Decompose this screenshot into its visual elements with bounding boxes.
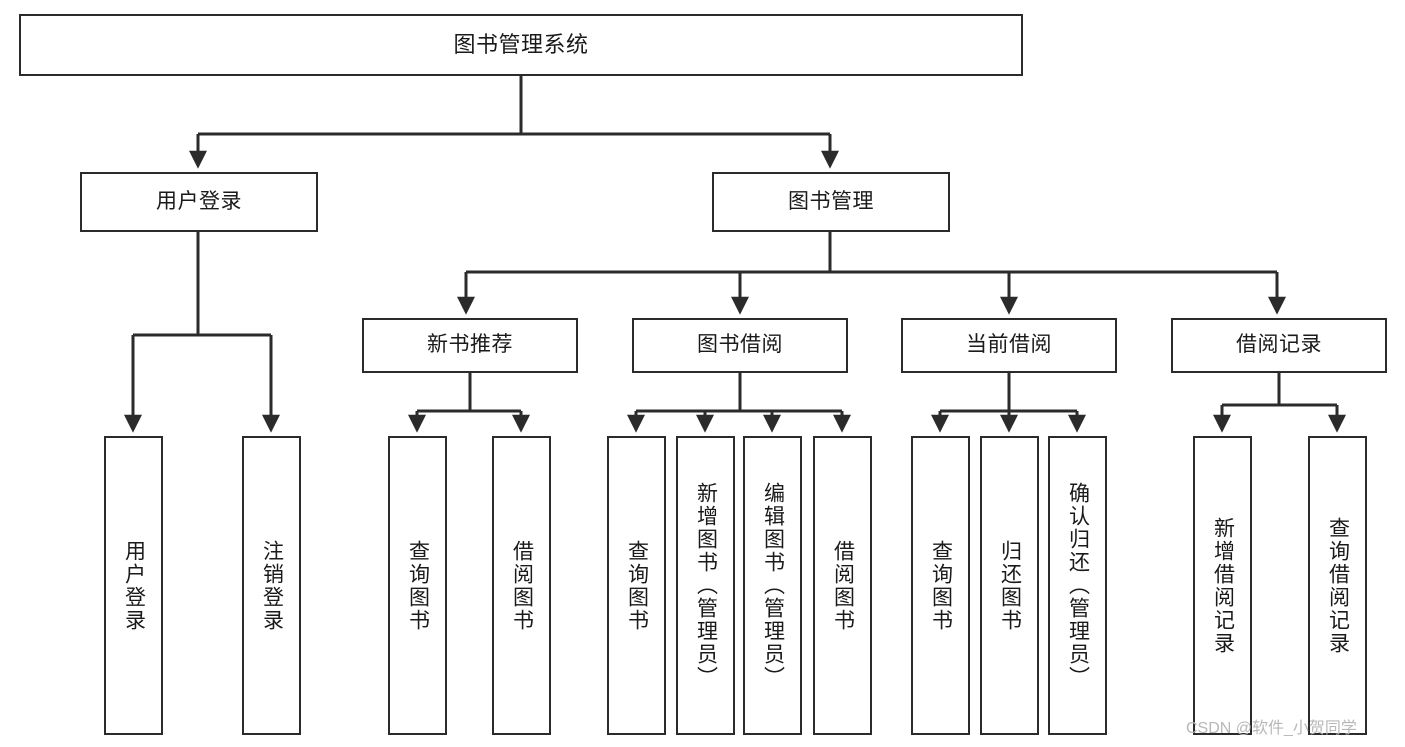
node-current-borrowing[interactable]: 当前借阅 [901, 318, 1117, 373]
node-book-borrowing[interactable]: 图书借阅 [632, 318, 848, 373]
node-new-book-recommendation[interactable]: 新书推荐 [362, 318, 578, 373]
leaf-user-login[interactable]: 用户登录 [104, 436, 163, 735]
node-label: 查询图书 [625, 539, 649, 632]
node-label: 借阅图书 [831, 539, 855, 632]
leaf-query-book-borrow[interactable]: 查询图书 [607, 436, 666, 735]
csdn-watermark: CSDN @软件_小贺同学 [1186, 720, 1357, 737]
node-label: 借阅图书 [510, 539, 534, 632]
leaf-query-book-new-rec[interactable]: 查询图书 [388, 436, 447, 735]
node-label: 新增借阅记录 [1211, 516, 1235, 655]
node-label: 注销登录 [260, 539, 284, 632]
node-user-login[interactable]: 用户登录 [80, 172, 318, 232]
node-label: 借阅记录 [1236, 333, 1322, 357]
node-label: 图书借阅 [697, 333, 783, 357]
node-label: 图书管理系统 [453, 32, 589, 58]
node-label: 查询图书 [929, 539, 953, 632]
node-label: 当前借阅 [966, 333, 1052, 357]
node-label: 编辑图书（管理员） [761, 482, 785, 689]
node-root-book-management-system[interactable]: 图书管理系统 [19, 14, 1023, 76]
leaf-add-borrow-record[interactable]: 新增借阅记录 [1193, 436, 1252, 735]
leaf-return-book[interactable]: 归还图书 [980, 436, 1039, 735]
leaf-logout[interactable]: 注销登录 [242, 436, 301, 735]
node-label: 用户登录 [156, 189, 242, 213]
node-label: 新增图书（管理员） [694, 482, 718, 689]
node-label: 查询图书 [406, 539, 430, 632]
node-label: 图书管理 [788, 189, 874, 213]
node-borrowing-record[interactable]: 借阅记录 [1171, 318, 1387, 373]
node-label: 用户登录 [122, 539, 146, 632]
node-label: 查询借阅记录 [1326, 516, 1350, 655]
leaf-edit-book-admin[interactable]: 编辑图书（管理员） [743, 436, 802, 735]
node-label: 归还图书 [998, 539, 1022, 632]
leaf-borrow-book[interactable]: 借阅图书 [813, 436, 872, 735]
node-label: 确认归还（管理员） [1066, 482, 1090, 689]
node-label: 新书推荐 [427, 333, 513, 357]
leaf-confirm-return-admin[interactable]: 确认归还（管理员） [1048, 436, 1107, 735]
leaf-query-book-current[interactable]: 查询图书 [911, 436, 970, 735]
leaf-borrow-book-new-rec[interactable]: 借阅图书 [492, 436, 551, 735]
leaf-add-book-admin[interactable]: 新增图书（管理员） [676, 436, 735, 735]
node-book-management[interactable]: 图书管理 [712, 172, 950, 232]
leaf-query-borrow-record[interactable]: 查询借阅记录 [1308, 436, 1367, 735]
